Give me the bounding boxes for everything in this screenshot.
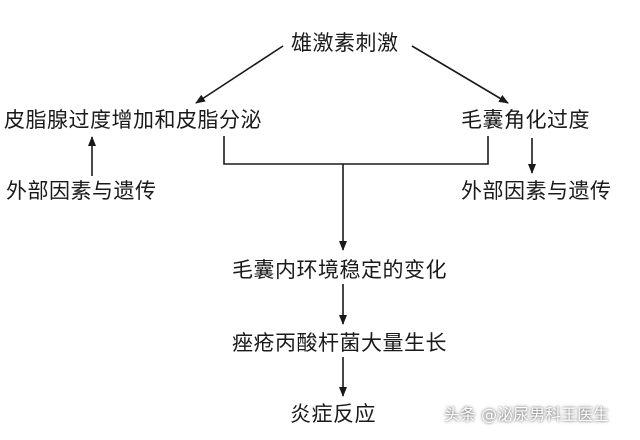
node-sebum-overproduction: 皮脂腺过度增加和皮脂分泌	[4, 108, 262, 132]
node-follicle-hyperkeratinization: 毛囊角化过度	[461, 108, 590, 132]
watermark: 头条 @泌尿男科王医生	[444, 405, 610, 424]
merge-bracket	[223, 136, 489, 165]
node-androgen-stimulation: 雄激素刺激	[291, 31, 399, 55]
node-bacteria-overgrowth: 痤疮丙酸杆菌大量生长	[232, 331, 447, 355]
arrow-trigger-to-keratinization	[411, 45, 509, 104]
node-follicle-environment-change: 毛囊内环境稳定的变化	[232, 258, 447, 282]
node-inflammatory-response: 炎症反应	[290, 402, 376, 426]
arrow-trigger-to-sebum	[195, 45, 284, 104]
node-external-factors-genetics-right: 外部因素与遗传	[461, 179, 612, 203]
node-external-factors-genetics-left: 外部因素与遗传	[6, 179, 157, 203]
